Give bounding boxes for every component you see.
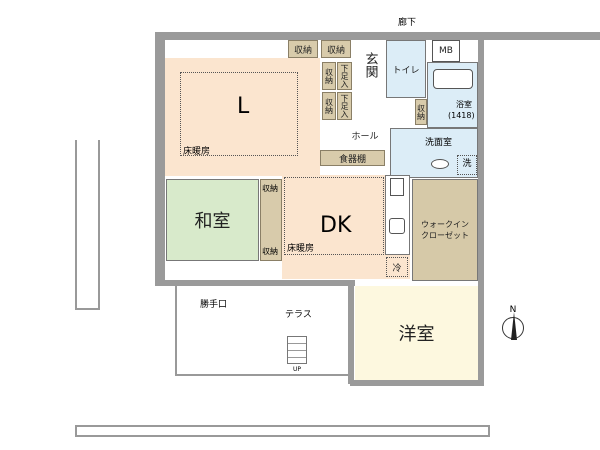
dining-kitchen: DK 床暖房 冷 — [282, 175, 410, 279]
bottom-wall — [350, 380, 484, 386]
dk-floor-heating-label: 床暖房 — [287, 244, 315, 254]
bathtub-icon — [433, 69, 473, 89]
left-wall — [155, 32, 165, 286]
shoe-cabinet-2: 下足入 — [337, 92, 352, 120]
meter-box: MB — [432, 40, 460, 62]
storage-label-bottom: 収納 — [262, 247, 278, 256]
cupboard: 食器棚 — [320, 150, 385, 166]
hall: ホール — [351, 131, 379, 142]
corridor-label: 廊下 — [398, 18, 417, 28]
site-boundary-bottom — [75, 425, 490, 437]
up-label: UP — [293, 366, 302, 373]
fridge-space: 冷 — [386, 257, 408, 277]
storage-1: 収納 — [288, 40, 318, 58]
storage-column: 収納 収納 — [260, 179, 282, 261]
stairs — [287, 336, 307, 364]
storage-2: 収納 — [321, 40, 351, 58]
north-compass-icon: N — [498, 305, 528, 355]
entrance: 玄関 — [362, 52, 378, 78]
dk-floor-heating-area — [284, 177, 384, 255]
site-boundary-left — [75, 140, 100, 310]
shoe-cabinet-1: 下足入 — [337, 62, 352, 90]
storage-5: 収納 — [415, 99, 427, 125]
mid-wall — [165, 280, 355, 286]
sink-icon — [431, 159, 449, 169]
bath-label: 浴室 — [456, 100, 472, 109]
service-entrance-label: 勝手口 — [200, 300, 228, 310]
bath-room: 浴室 (1418) — [427, 62, 478, 128]
terrace-label: テラス — [285, 310, 312, 320]
storage-4: 収納 — [322, 92, 336, 120]
terrace-outline — [175, 286, 350, 376]
right-wall — [478, 38, 484, 383]
toilet: トイレ — [386, 40, 426, 98]
kitchen-counter — [385, 175, 410, 255]
walk-in-closet: ウォークイン クローゼット — [412, 179, 478, 281]
japanese-room: 和室 — [166, 179, 259, 261]
west-room-wall — [348, 280, 354, 384]
storage-label-top: 収納 — [262, 184, 278, 193]
storage-3: 収納 — [322, 62, 336, 90]
washer-space: 洗 — [457, 155, 477, 175]
western-room: 洋室 — [355, 286, 478, 380]
floor-heating-label: 床暖房 — [183, 147, 211, 157]
living-label: L — [237, 94, 250, 119]
north-label: N — [509, 305, 517, 315]
top-wall — [158, 32, 600, 40]
floor-heating-area — [180, 72, 298, 156]
washroom: 洗面室 洗 — [390, 128, 478, 178]
stove-icon — [390, 178, 404, 196]
dk-label: DK — [320, 213, 352, 238]
living-room: L 床暖房 — [165, 58, 320, 176]
bath-size: (1418) — [448, 111, 475, 120]
washroom-label: 洗面室 — [425, 138, 453, 148]
kitchen-sink-icon — [389, 218, 405, 234]
